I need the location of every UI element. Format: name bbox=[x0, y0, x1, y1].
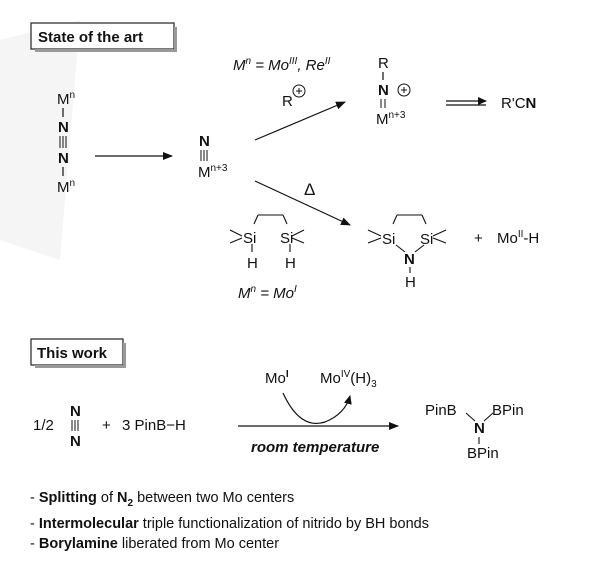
condition-room-temp: room temperature bbox=[251, 439, 379, 456]
svg-text:N: N bbox=[58, 119, 69, 136]
svg-text:N: N bbox=[378, 82, 389, 99]
mo-hydride: MoII-H bbox=[497, 229, 539, 247]
heat-symbol: Δ bbox=[304, 180, 315, 199]
state-of-art-title: State of the art bbox=[38, 29, 143, 46]
svg-text:Mn+3: Mn+3 bbox=[376, 110, 406, 128]
this-work-title: This work bbox=[37, 345, 108, 362]
svg-text:N: N bbox=[70, 403, 81, 420]
svg-text:N: N bbox=[58, 150, 69, 167]
bullet-borylamine: - Borylamine liberated from Mo center bbox=[30, 535, 280, 552]
disilane-reagent bbox=[229, 214, 305, 252]
plus-sign-1: + bbox=[474, 230, 483, 247]
svg-text:BPin: BPin bbox=[492, 402, 524, 419]
svg-text:PinB: PinB bbox=[425, 402, 457, 419]
bullet-splitting: - Splitting of N2 between two Mo centers bbox=[30, 490, 295, 509]
summary-bullets: - Splitting of N2 between two Mo centers… bbox=[30, 488, 429, 554]
svg-text:N: N bbox=[70, 433, 81, 450]
state-of-art-label: State of the art bbox=[30, 22, 177, 52]
pinacolborane: 3 PinB−H bbox=[122, 417, 186, 434]
svg-text:R: R bbox=[378, 55, 389, 72]
borylamine-product: PinB BPin N BPin bbox=[425, 402, 524, 462]
svg-text:Mn: Mn bbox=[57, 178, 75, 196]
svg-text:N: N bbox=[474, 420, 485, 437]
this-work-label: This work bbox=[30, 338, 126, 368]
catalyst-mo1: MoI bbox=[265, 369, 289, 387]
arrow-nitrile-formation bbox=[446, 97, 487, 106]
svg-text:Si: Si bbox=[243, 230, 256, 247]
arrow-alkylation bbox=[254, 101, 346, 141]
plus-sign-2: + bbox=[102, 417, 111, 434]
watermark bbox=[0, 20, 80, 260]
alkyl-cation: R bbox=[282, 84, 306, 110]
imido-complex: R N Mn+3 bbox=[376, 55, 411, 128]
bullet-intermolecular: - Intermolecular triple functionalizatio… bbox=[30, 515, 429, 532]
condition-metals: Mn = MoIII, ReII bbox=[233, 56, 331, 74]
svg-text:H: H bbox=[247, 255, 258, 272]
svg-text:N: N bbox=[199, 133, 210, 150]
dinitrogen-complex: Mn N N Mn bbox=[57, 90, 75, 196]
svg-text:Si: Si bbox=[420, 231, 433, 248]
byproduct-mo4h3: MoIV(H)3 bbox=[320, 369, 377, 390]
arrow-silylation bbox=[254, 180, 351, 226]
svg-text:R: R bbox=[282, 93, 293, 110]
svg-text:H: H bbox=[405, 274, 416, 291]
svg-text:Mn+3: Mn+3 bbox=[198, 163, 228, 181]
curved-arrow-catalyst bbox=[282, 392, 352, 424]
svg-text:N: N bbox=[404, 251, 415, 268]
disilylamine-product bbox=[367, 214, 447, 273]
svg-text:BPin: BPin bbox=[467, 445, 499, 462]
nitrile-product: R'CN bbox=[501, 95, 536, 112]
svg-text:Si: Si bbox=[280, 230, 293, 247]
nitrido-complex: N Mn+3 bbox=[198, 133, 228, 181]
svg-text:Mn: Mn bbox=[57, 90, 75, 108]
svg-text:Si: Si bbox=[382, 231, 395, 248]
dinitrogen-molecule: N N bbox=[70, 403, 81, 450]
half-coefficient: 1/2 bbox=[33, 417, 54, 434]
svg-text:H: H bbox=[285, 255, 296, 272]
condition-mo1: Mn = MoI bbox=[238, 284, 297, 302]
